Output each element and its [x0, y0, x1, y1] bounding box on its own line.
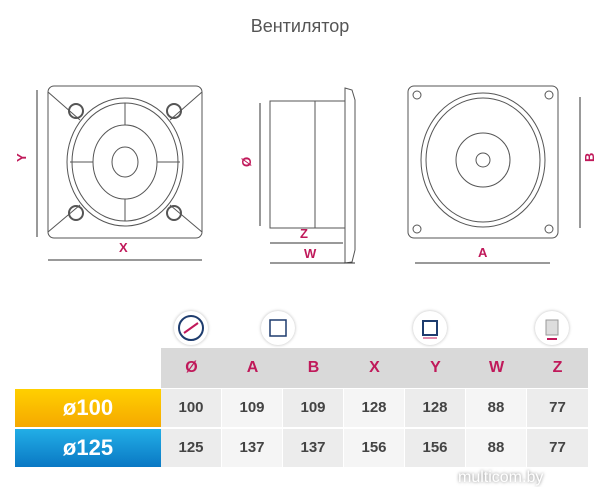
rear-view: B A — [407, 85, 597, 264]
diameter-icon — [174, 311, 208, 345]
cell: 128 — [405, 389, 465, 427]
x-label: X — [119, 240, 128, 255]
watermark: multicom.by — [458, 469, 544, 486]
header-z: Z — [552, 359, 563, 376]
cell: 100 — [161, 389, 221, 427]
cell: 88 — [466, 429, 526, 467]
table-header-row: Ø A B X Y W Z — [161, 348, 588, 388]
square-frame-icon — [261, 311, 295, 345]
cell: 128 — [344, 389, 404, 427]
cell: 77 — [527, 429, 588, 467]
cell: 156 — [405, 429, 465, 467]
side-depth-icon — [535, 311, 569, 345]
cell: 109 — [283, 389, 343, 427]
header-diameter: Ø — [185, 359, 198, 376]
y-label: Y — [14, 153, 29, 162]
header-x: X — [369, 359, 380, 376]
page-title: Вентилятор — [250, 16, 350, 36]
cell: 77 — [527, 389, 588, 427]
header-y: Y — [430, 359, 441, 376]
row-label-100: ø100 — [15, 389, 161, 427]
b-label: B — [582, 153, 597, 162]
header-b: B — [307, 359, 320, 376]
front-view-grille: Y X — [14, 85, 203, 261]
a-label: A — [478, 245, 488, 260]
cell: 137 — [283, 429, 343, 467]
header-a: A — [246, 359, 259, 376]
square-mount-icon — [413, 311, 447, 345]
z-label: Z — [300, 226, 308, 241]
header-w: W — [488, 359, 505, 376]
cell: 88 — [466, 389, 526, 427]
diameter-label: Ø — [239, 157, 254, 167]
cell: 137 — [222, 429, 282, 467]
side-view: Ø Z W — [239, 87, 356, 264]
technical-drawing: Y X Ø Z W B A — [14, 85, 597, 264]
cell: 109 — [222, 389, 282, 427]
w-label: W — [304, 246, 317, 261]
cell: 125 — [161, 429, 221, 467]
cell: 156 — [344, 429, 404, 467]
row-label-125: ø125 — [15, 429, 161, 467]
